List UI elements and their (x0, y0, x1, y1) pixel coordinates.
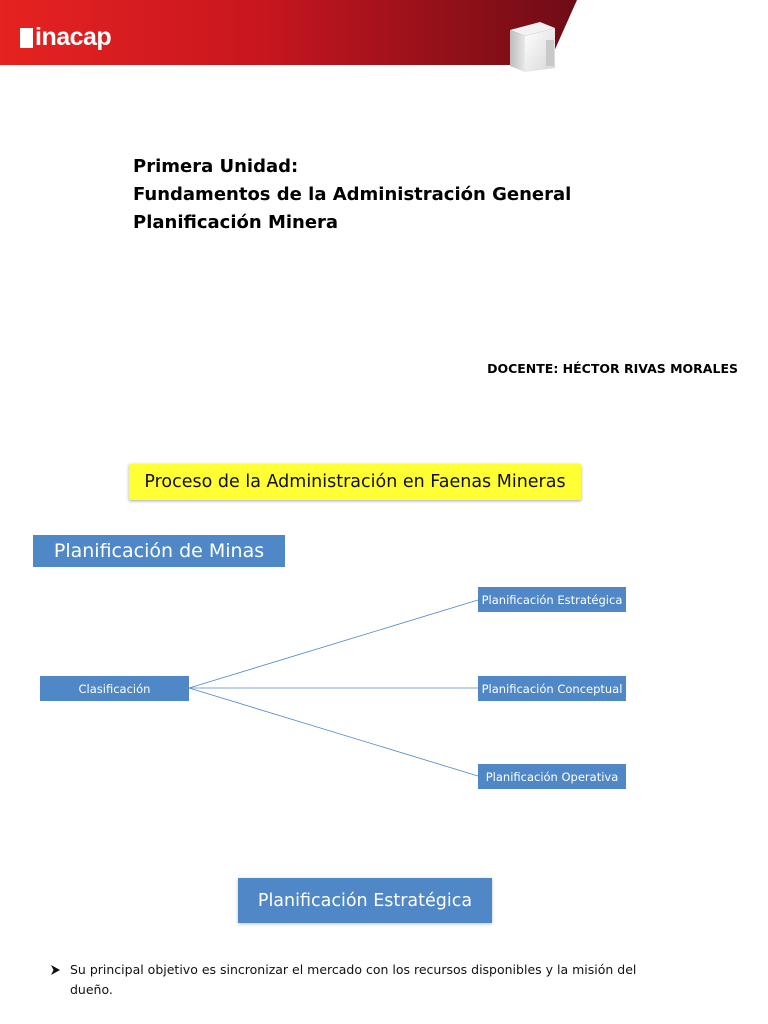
title-unit: Primera Unidad: (133, 156, 299, 177)
diagram-node-conceptual: Planificación Conceptual (478, 676, 626, 701)
connector-operativa (188, 687, 479, 777)
header-bar: inacap (0, 0, 768, 72)
section-heading-minas: Planificación de Minas (33, 535, 285, 567)
diagram-node-operativa: Planificación Operativa (478, 764, 626, 789)
arrow-bullet-icon (50, 960, 61, 982)
inacap-logo: inacap (20, 22, 112, 52)
title-block: Primera Unidad: Fundamentos de la Admini… (133, 153, 571, 237)
diagram-node-clasificacion: Clasificación (40, 676, 189, 701)
cube-icon (510, 22, 555, 72)
header-background (0, 0, 577, 65)
diagram-node-estrategica: Planificación Estratégica (478, 587, 626, 612)
logo-square-icon (20, 27, 33, 48)
bullet-text: Su principal objetivo es sincronizar el … (70, 962, 637, 997)
logo-text: inacap (35, 22, 112, 51)
title-topic: Planificación Minera (133, 212, 339, 233)
title-subject: Fundamentos de la Administración General (133, 184, 572, 205)
bullet-paragraph: Su principal objetivo es sincronizar el … (50, 960, 670, 1000)
process-title: Proceso de la Administración en Faenas M… (129, 464, 581, 500)
docente-label: DOCENTE: HÉCTOR RIVAS MORALES (487, 361, 738, 376)
connector-estrategica (188, 599, 479, 689)
section-heading-estrategica: Planificación Estratégica (238, 878, 492, 923)
